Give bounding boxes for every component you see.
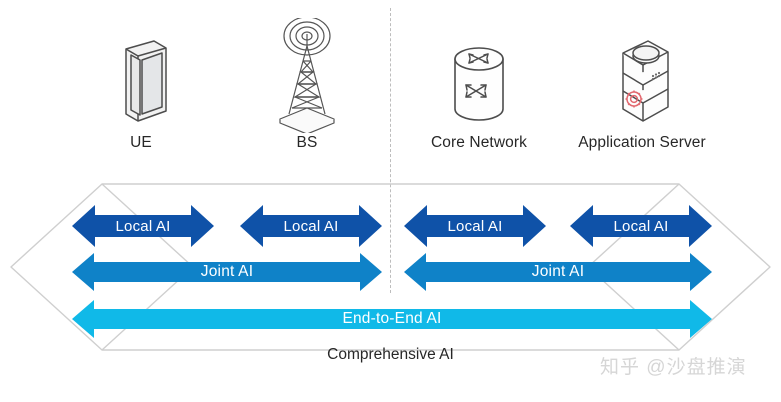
node-label-ue: UE xyxy=(130,134,152,151)
server-stack-icon xyxy=(562,18,722,133)
node-label-app: Application Server xyxy=(578,134,706,151)
node-bs: BS xyxy=(227,18,387,153)
dashed-divider xyxy=(390,8,391,293)
node-label-bs: BS xyxy=(296,134,318,151)
arrow-joint-ai-left: Joint AI xyxy=(72,253,382,291)
arrow-local-ai-ue: Local AI xyxy=(72,205,214,247)
arrow-local-ai-core: Local AI xyxy=(404,205,546,247)
arrow-end-to-end-ai: End-to-End AI xyxy=(72,300,712,338)
arrow-local-ai-app: Local AI xyxy=(570,205,712,247)
watermark: 知乎 @沙盘推演 xyxy=(600,357,747,378)
cell-tower-icon xyxy=(227,18,387,133)
node-ue: UE xyxy=(61,18,221,153)
node-app: Application Server xyxy=(562,18,722,153)
comprehensive-ai-label: Comprehensive AI xyxy=(327,346,454,363)
node-core: Core Network xyxy=(399,18,559,153)
arrow-local-ai-bs: Local AI xyxy=(240,205,382,247)
node-label-core: Core Network xyxy=(431,134,527,151)
arrow-joint-ai-right: Joint AI xyxy=(404,253,712,291)
network-cylinder-icon xyxy=(399,18,559,133)
mobile-device-icon xyxy=(61,18,221,133)
